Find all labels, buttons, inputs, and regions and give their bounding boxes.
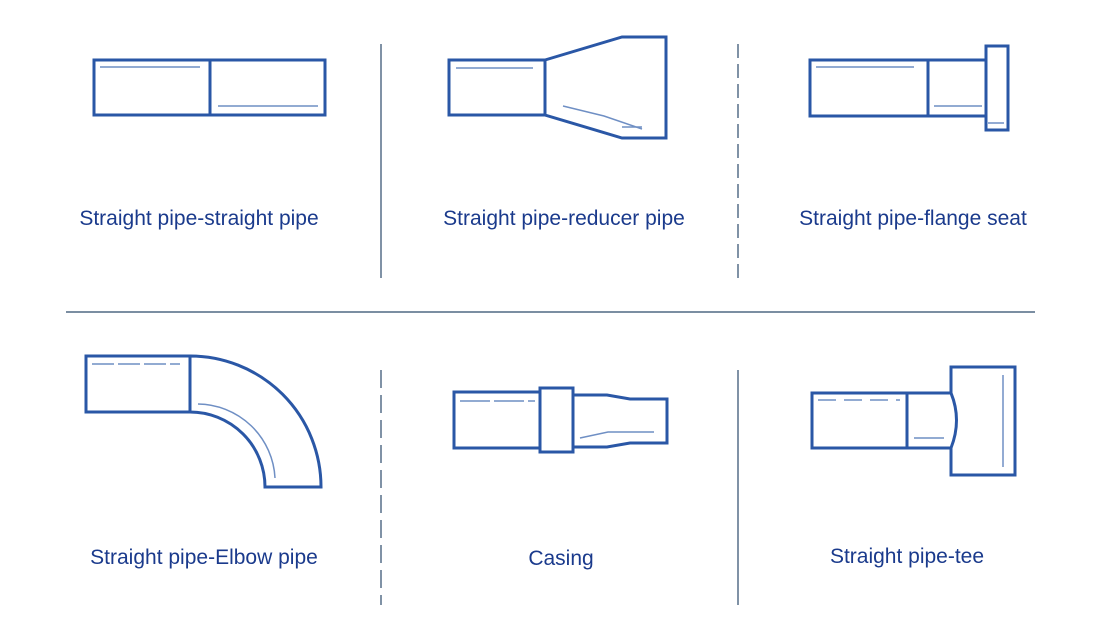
caption-straight-reducer-pipe: Straight pipe-reducer pipe <box>443 207 685 230</box>
straight-straight-pipe-drawing <box>92 58 327 117</box>
caption-straight-elbow-pipe: Straight pipe-Elbow pipe <box>90 546 318 569</box>
caption-straight-straight-pipe: Straight pipe-straight pipe <box>79 207 319 230</box>
straight-elbow-pipe-drawing <box>84 354 323 489</box>
caption-straight-flange-seat: Straight pipe-flange seat <box>799 207 1027 230</box>
straight-flange-pipe-drawing <box>808 44 1010 132</box>
casing-drawing <box>452 386 669 454</box>
caption-straight-tee: Straight pipe-tee <box>829 545 985 568</box>
caption-casing: Casing <box>528 547 594 570</box>
straight-reducer-pipe-drawing <box>447 35 668 140</box>
straight-tee-pipe-drawing <box>810 365 1017 477</box>
